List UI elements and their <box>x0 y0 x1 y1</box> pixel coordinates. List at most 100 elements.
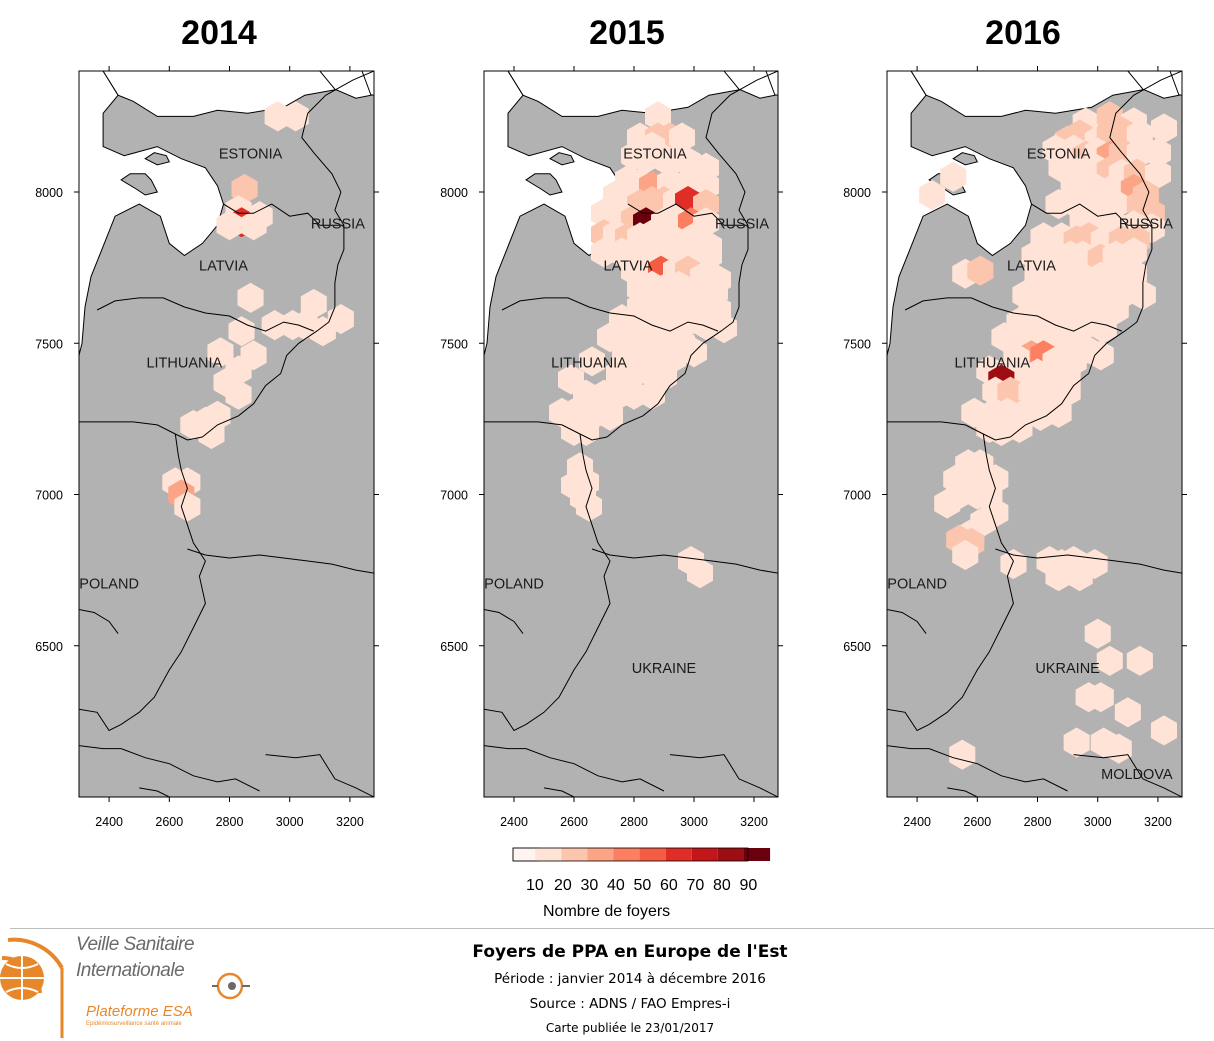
country-border <box>947 787 978 797</box>
y-tick-label: 7500 <box>843 337 871 351</box>
legend-swatch <box>717 848 744 861</box>
y-tick-label: 8000 <box>843 186 871 200</box>
country-border <box>202 71 374 438</box>
outbreak-hexbin <box>240 210 267 241</box>
baltic-sea <box>79 71 225 356</box>
legend-swatch <box>743 848 771 861</box>
country-label: LITHUANIA <box>954 355 1030 371</box>
country-border <box>484 745 665 792</box>
country-border <box>887 421 1011 441</box>
y-tick-label: 7000 <box>35 489 63 503</box>
legend-tick: 40 <box>607 877 625 894</box>
outbreak-hexbin <box>1120 237 1147 268</box>
year-title-2014: 2014 <box>181 14 257 52</box>
island-hiiumaa <box>549 152 575 166</box>
map-panel-2016: ESTONIARUSSIALATVIALITHUANIAPOLANDUKRAIN… <box>843 66 1187 829</box>
legend-swatch <box>587 848 614 861</box>
outbreak-hexbin <box>1066 561 1093 592</box>
outbreak-hexbin <box>1114 697 1141 728</box>
outbreak-hexbin <box>1102 189 1129 220</box>
country-label: LATVIA <box>604 259 653 275</box>
outbreak-hexbin <box>1144 158 1171 189</box>
country-border <box>606 71 778 438</box>
y-tick-label: 8000 <box>440 186 468 200</box>
y-tick-label: 8000 <box>35 186 63 200</box>
outbreak-hexbin <box>1045 561 1072 592</box>
outbreak-hexbin <box>1126 645 1153 676</box>
country-label: RUSSIA <box>311 216 365 232</box>
map-period: Période : janvier 2014 à décembre 2016 <box>494 971 766 987</box>
legend-tick: 30 <box>580 877 599 894</box>
country-border <box>887 708 930 732</box>
outbreak-hexbin <box>952 539 979 571</box>
country-border <box>887 745 1068 792</box>
country-label: ESTONIA <box>623 147 687 163</box>
map-frame <box>886 70 1183 798</box>
outbreak-hexbin <box>237 282 264 313</box>
outbreak-hexbin <box>934 488 961 519</box>
legend-swatch <box>613 848 640 861</box>
outbreak-hexbin <box>711 313 737 344</box>
legend-tick: 10 <box>526 877 544 894</box>
map-panel-2015: ESTONIARUSSIALATVIALITHUANIAPOLANDUKRAIN… <box>440 66 783 829</box>
outbreak-hexbin <box>645 101 671 132</box>
country-border <box>525 433 611 725</box>
legend-swatch <box>561 848 588 861</box>
logo-line-3: Plateforme ESA <box>86 1003 193 1020</box>
legend-tick: 80 <box>713 877 731 894</box>
country-border <box>223 203 344 226</box>
country-border <box>265 754 374 797</box>
vsi-logo <box>0 937 250 1038</box>
country-border <box>995 548 1182 574</box>
map-title: Foyers de PPA en Europe de l'Est <box>472 942 788 962</box>
outbreak-hexbin <box>1054 376 1081 407</box>
x-tick-label: 2400 <box>903 815 931 829</box>
country-border <box>96 297 314 332</box>
outbreak-hexbin <box>1063 727 1090 758</box>
outbreak-hexbin <box>327 304 354 335</box>
country-border <box>79 609 119 634</box>
outbreak-hexbin <box>1096 645 1123 676</box>
outbreak-hexbin <box>1084 618 1111 649</box>
country-border <box>79 708 122 732</box>
island-hiiumaa <box>952 152 979 166</box>
country-label: RUSSIA <box>1119 216 1173 232</box>
map-frame <box>78 70 375 798</box>
logo-line-2: Internationale <box>76 960 185 981</box>
country-border <box>928 433 1014 725</box>
legend-title: Nombre de foyers <box>543 903 671 920</box>
country-label: UKRAINE <box>1035 661 1100 677</box>
legend-swatch <box>691 848 718 861</box>
outbreak-hexbin <box>1120 258 1147 289</box>
outbreak-hexbin <box>1087 340 1114 371</box>
country-label: LITHUANIA <box>551 355 627 371</box>
outbreak-hexbin <box>1045 397 1072 428</box>
outbreak-hexbin <box>225 379 252 410</box>
x-tick-label: 3000 <box>680 815 708 829</box>
outbreak-hexbin <box>207 337 234 368</box>
legend-tick: 20 <box>554 877 572 894</box>
x-tick-label: 2600 <box>155 815 183 829</box>
outbreak-hexbin <box>687 558 713 589</box>
country-border <box>79 421 203 441</box>
outbreak-hexbin <box>174 491 201 522</box>
country-border <box>1073 754 1182 797</box>
outbreak-hexbin <box>949 739 976 770</box>
outbreak-hexbin <box>576 491 602 522</box>
y-tick-label: 7000 <box>440 489 468 503</box>
x-tick-label: 2600 <box>963 815 991 829</box>
country-border <box>139 787 170 797</box>
country-label: ESTONIA <box>219 147 283 163</box>
header-divider <box>10 928 1214 929</box>
country-border <box>501 297 719 332</box>
year-title-2015: 2015 <box>589 14 665 52</box>
island-saaremaa <box>120 173 159 196</box>
country-border <box>904 297 1122 332</box>
country-label: UKRAINE <box>632 661 697 677</box>
legend-swatch <box>535 848 562 861</box>
country-label: MOLDOVA <box>1101 767 1173 783</box>
map-source: Source : ADNS / FAO Empres-i <box>529 996 731 1012</box>
country-border <box>627 203 748 226</box>
outbreak-hexbin <box>919 180 946 211</box>
